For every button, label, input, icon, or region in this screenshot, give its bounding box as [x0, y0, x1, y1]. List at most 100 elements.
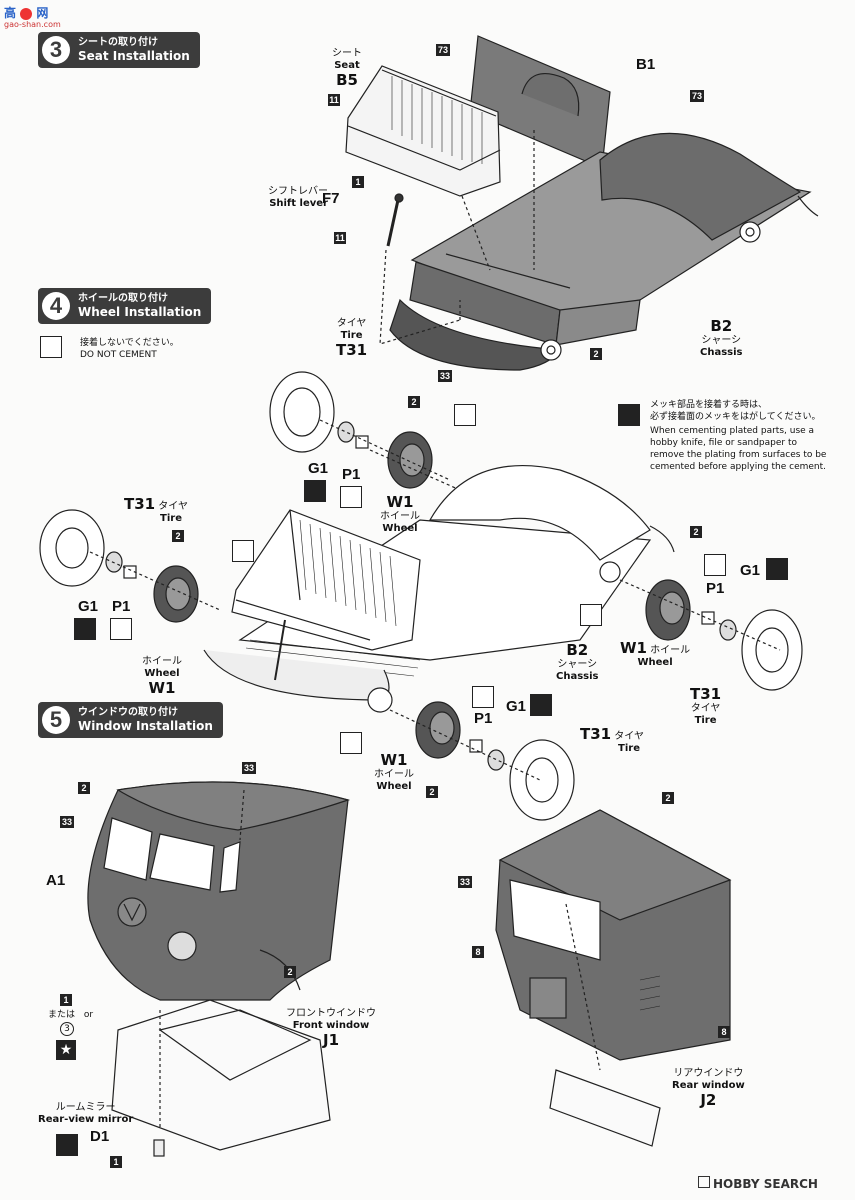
watermark-logo: 高 网 [4, 4, 48, 21]
plated-icon-g1d [530, 694, 552, 716]
no-glue-icon-w1right [580, 604, 602, 626]
label-mirror: ルームミラー Rear-view mirror [38, 1102, 133, 1126]
circled-3-text: 3 [64, 1024, 70, 1034]
p1-b: P1 [112, 598, 131, 615]
label-tire-top: タイヤ Tire T31 [336, 318, 367, 359]
seat-en: Seat [334, 60, 360, 71]
t31-bottom-en: Tire [618, 743, 640, 754]
rear-window-jp: リアウインドウ [673, 1068, 744, 1079]
no-glue-icon-w1a [454, 404, 476, 426]
step-3-title-jp: シートの取り付け [78, 36, 158, 48]
label-chassis-mid: B2 シャーシ Chassis [556, 642, 599, 683]
plating-note-en1: When cementing plated parts, use a [650, 426, 815, 436]
chassis-mid-en: Chassis [556, 671, 599, 682]
chip-1-c: 1 [110, 1156, 122, 1168]
plated-glue-icon [618, 404, 640, 426]
chassis-top-code: B2 [710, 317, 733, 335]
label-t31-left: T31 タイヤ Tire [124, 496, 188, 525]
chip-1-a: 1 [352, 176, 364, 188]
label-seat: シート Seat B5 [332, 48, 362, 89]
watermark-site: gao-shan.com [4, 20, 61, 29]
shift-jp: シフトレバー [268, 186, 328, 197]
do-not-cement-en: DO NOT CEMENT [80, 350, 157, 360]
tire-top-jp: タイヤ [336, 318, 367, 329]
chip-33-c: 33 [60, 816, 74, 828]
g1-c: G1 [740, 562, 761, 579]
a1-code: A1 [46, 872, 66, 889]
shift-en: Shift lever [269, 198, 328, 209]
no-glue-icon-p1a [340, 486, 362, 508]
p1-c: P1 [706, 580, 725, 597]
w1-left-en: Wheel [144, 668, 180, 679]
g1-b: G1 [78, 598, 99, 615]
footer-brand: HOBBY SEARCH [698, 1176, 818, 1191]
circled-3: 3 [60, 1022, 74, 1036]
chip-8-b: 8 [718, 1026, 730, 1038]
chip-2-e: 2 [426, 786, 438, 798]
chip-2-a: 2 [590, 348, 602, 360]
t31-left-en: Tire [160, 513, 182, 524]
mirror-code: D1 [90, 1128, 110, 1145]
chip-8-a: 8 [472, 946, 484, 958]
plated-icon-g1b [74, 618, 96, 640]
w1-bottom-en: Wheel [376, 781, 412, 792]
rear-window-en: Rear window [672, 1080, 745, 1091]
watermark-char-2: 网 [36, 6, 49, 20]
seat-jp: シート [332, 48, 362, 59]
no-glue-icon-p1b [110, 618, 132, 640]
chip-1-b: 1 [60, 994, 72, 1006]
footer-brand-text: HOBBY SEARCH [713, 1177, 818, 1191]
w1-right-jp: ホイール [650, 645, 691, 656]
chassis-mid-jp: シャーシ [557, 659, 598, 670]
footer-logo-icon [698, 1176, 710, 1188]
g1-a: G1 [308, 460, 329, 477]
step-4-title-en: Wheel Installation [78, 304, 202, 319]
chip-2-g: 2 [284, 966, 296, 978]
chassis-top-jp: シャーシ [701, 335, 742, 346]
chip-73-b: 73 [690, 90, 704, 102]
w1-bottom-code: W1 [380, 751, 408, 769]
chip-33-d: 33 [458, 876, 472, 888]
t31-right-en: Tire [694, 715, 717, 726]
or-jp: または [48, 1010, 76, 1020]
plating-note-en3: remove the plating from surfaces to be [650, 450, 827, 460]
step-3-title-en: Seat Installation [78, 48, 190, 63]
t31-right-jp: タイヤ [690, 703, 721, 714]
chip-2-c: 2 [172, 530, 184, 542]
plating-note-jp2: 必ず接着面のメッキをはがしてください。 [650, 412, 821, 422]
watermark-char-1: 高 [4, 6, 17, 20]
seat-code: B5 [336, 71, 358, 89]
label-t31-right: T31 タイヤ Tire [690, 686, 721, 727]
no-glue-icon [40, 336, 62, 358]
label-t31-bottom: T31 タイヤ Tire [580, 726, 644, 755]
no-glue-icon-w1bottom [340, 732, 362, 754]
p1-a: P1 [342, 466, 361, 483]
front-window-jp: フロントウインドウ [286, 1008, 376, 1019]
tire-top-code: T31 [336, 341, 368, 359]
mirror-en: Rear-view mirror [38, 1114, 134, 1125]
w1-right-en: Wheel [637, 657, 673, 668]
t31-left-code: T31 [124, 495, 156, 513]
w1-left-code: W1 [148, 679, 176, 697]
do-not-cement-jp: 接着しないでください。 [80, 338, 179, 348]
label-w1-a: W1 ホイール Wheel [380, 494, 420, 535]
chip-11-b: 11 [334, 232, 346, 244]
plating-note-jp1: メッキ部品を接着する時は、 [650, 400, 768, 410]
no-glue-icon-p1d [472, 686, 494, 708]
chip-11-a: 11 [328, 94, 340, 106]
tire-top-en: Tire [340, 330, 363, 341]
chip-33-b: 33 [242, 762, 256, 774]
g1-d: G1 [506, 698, 527, 715]
or-en: or [83, 1010, 94, 1020]
rear-window-code: J2 [700, 1091, 717, 1109]
no-glue-icon-p1c [704, 554, 726, 576]
chip-73-a: 73 [436, 44, 450, 56]
front-window-en: Front window [292, 1020, 370, 1031]
step-5-title-en: Window Installation [78, 718, 213, 733]
w1-left-jp: ホイール [142, 656, 182, 667]
t31-bottom-jp: タイヤ [614, 731, 644, 742]
chip-33-a: 33 [438, 370, 452, 382]
w1-bottom-jp: ホイール [374, 769, 414, 780]
step-5-number: 5 [42, 706, 70, 734]
